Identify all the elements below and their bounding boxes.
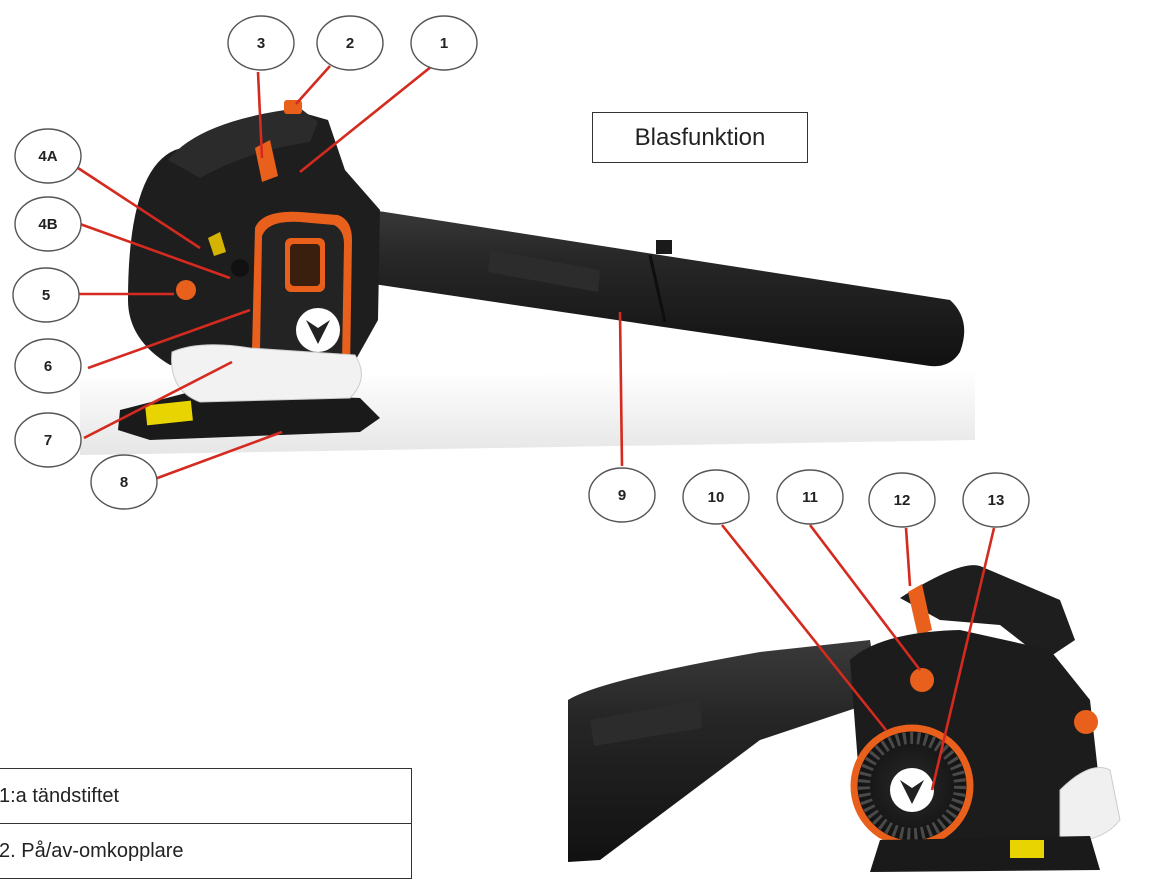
primer-bulb xyxy=(231,259,249,277)
choke-knob-2 xyxy=(910,668,934,692)
callout-label-3: 3 xyxy=(257,35,265,52)
tube-clip xyxy=(656,240,672,254)
tube-logo-plate-2 xyxy=(590,700,702,746)
callout-2: 2 xyxy=(316,15,384,71)
leader-lines xyxy=(72,60,996,791)
air-vent-grille xyxy=(290,244,320,286)
legend-row: 2. På/av-omkopplare xyxy=(0,823,412,879)
leader-7 xyxy=(83,360,233,440)
tube-joint xyxy=(648,254,667,323)
callout-5: 5 xyxy=(12,267,80,323)
leader-2 xyxy=(295,65,331,105)
top-handle-2 xyxy=(900,565,1075,660)
leader-6 xyxy=(87,308,251,370)
callout-label-5: 5 xyxy=(42,287,50,304)
callout-label-9: 9 xyxy=(618,487,626,504)
leader-1 xyxy=(299,60,438,174)
leader-3 xyxy=(256,71,264,159)
callout-label-10: 10 xyxy=(708,489,725,506)
fan-grille xyxy=(858,732,966,840)
fox-logo-icon xyxy=(306,320,330,344)
callout-label-4a: 4A xyxy=(38,148,57,165)
callout-label-8: 8 xyxy=(120,474,128,491)
warning-sticker xyxy=(145,400,193,426)
callout-label-1: 1 xyxy=(440,35,448,52)
callout-4a: 4A xyxy=(14,128,82,184)
choke-knob xyxy=(176,280,196,300)
side-knob-2 xyxy=(1074,710,1098,734)
top-handle xyxy=(168,108,318,178)
legend-row: 1:a tändstiftet xyxy=(0,768,412,824)
leader-4a xyxy=(77,166,201,250)
callout-10: 10 xyxy=(682,469,750,525)
callout-1: 1 xyxy=(410,15,478,71)
warning-sticker-2 xyxy=(1010,840,1044,858)
callout-label-13: 13 xyxy=(988,492,1005,509)
callout-label-7: 7 xyxy=(44,432,52,449)
tube-logo-plate xyxy=(488,250,600,292)
blower-tube xyxy=(340,205,965,367)
callout-8: 8 xyxy=(90,454,158,510)
diagram-title: Blasfunktion xyxy=(592,112,808,163)
callout-13: 13 xyxy=(962,472,1030,528)
blower-tube-2 xyxy=(568,640,880,862)
blower-top-illustration xyxy=(80,100,975,455)
callout-4b: 4B xyxy=(14,196,82,252)
leader-13 xyxy=(930,527,996,791)
leader-8 xyxy=(151,430,283,482)
callout-7: 7 xyxy=(14,412,82,468)
fox-logo-icon-2 xyxy=(900,780,924,804)
leader-4b xyxy=(79,222,231,280)
callout-label-2: 2 xyxy=(346,35,354,52)
callout-12: 12 xyxy=(868,472,936,528)
leader-9 xyxy=(618,311,624,467)
legend-item-1: 1:a tändstiftet xyxy=(0,768,412,824)
callout-6: 6 xyxy=(14,338,82,394)
callout-9: 9 xyxy=(588,467,656,523)
callout-11: 11 xyxy=(776,469,844,525)
callout-label-6: 6 xyxy=(44,358,52,375)
legend-item-2: 2. På/av-omkopplare xyxy=(0,823,412,879)
blower-bottom-illustration xyxy=(568,565,1121,872)
leader-10 xyxy=(720,524,888,731)
base-plate-2 xyxy=(870,836,1100,872)
callout-label-12: 12 xyxy=(894,492,911,509)
throttle-trigger-2 xyxy=(908,584,932,636)
legend-table: 1:a tändstiftet 2. På/av-omkopplare xyxy=(0,768,412,879)
leader-12 xyxy=(904,527,912,587)
callout-3: 3 xyxy=(227,15,295,71)
leader-11 xyxy=(808,524,922,671)
spark-plug-cap xyxy=(208,232,226,256)
fuel-tank xyxy=(171,344,362,403)
callout-label-11: 11 xyxy=(802,489,818,506)
callout-label-4b: 4B xyxy=(38,216,57,233)
